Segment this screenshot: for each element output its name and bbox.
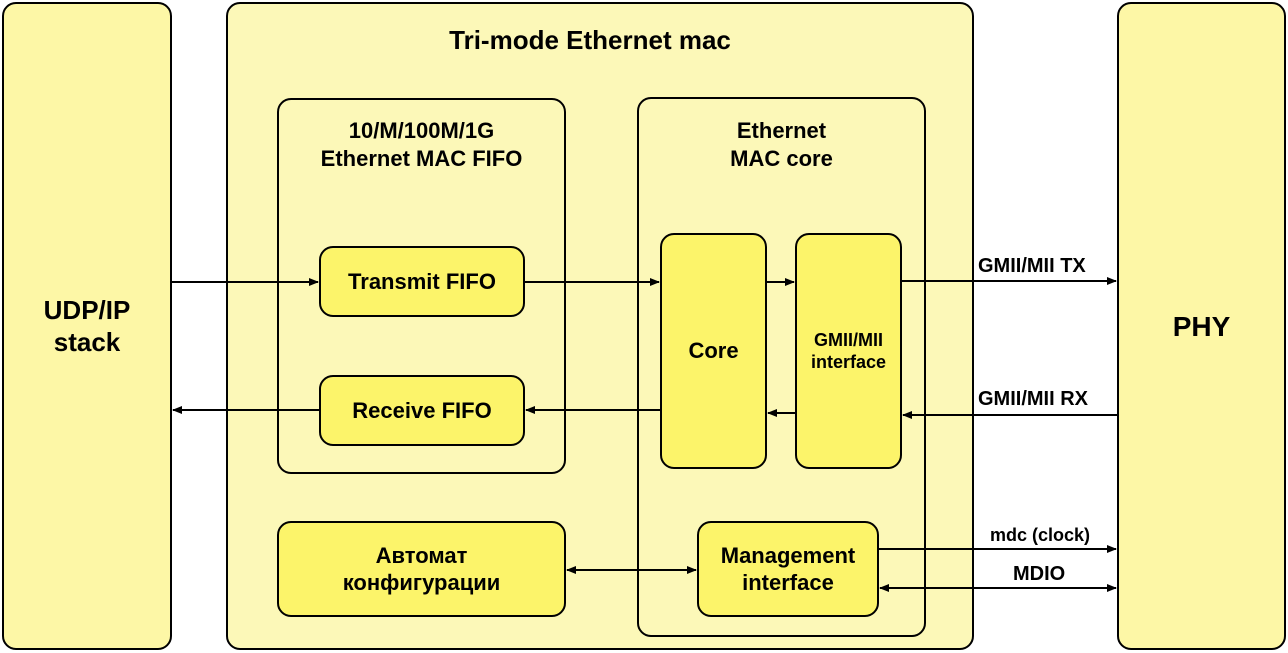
transmit-fifo-label: Transmit FIFO [348,268,496,294]
udp-ip-stack-label: UDP/IP stack [43,294,131,358]
phy-block: PHY [1117,2,1286,650]
gmii-interface-label: GMII/MII interface [810,329,887,373]
mdc-clock-label: mdc (clock) [990,525,1091,545]
receive-fifo-label: Receive FIFO [352,397,492,423]
gmii-interface-block: GMII/MII interface [795,233,902,469]
mac-core-title: Ethernet MAC core [730,118,833,171]
mac-fifo-title: 10/M/100M/1G Ethernet MAC FIFO [320,118,523,171]
tri-mode-mac-title: Tri-mode Ethernet mac [449,25,731,55]
config-automaton-label: Автомат конфигурации [342,542,501,596]
phy-label: PHY [1172,310,1231,342]
management-interface-label: Management interface [720,542,856,596]
mdio-label: MDIO [1013,563,1066,585]
management-interface-block: Management interface [697,521,879,617]
core-block: Core [660,233,767,469]
gmii-rx-label: GMII/MII RX [978,388,1088,410]
core-label: Core [688,338,739,364]
transmit-fifo-block: Transmit FIFO [319,246,525,317]
gmii-tx-label: GMII/MII TX [978,255,1086,277]
udp-ip-stack-block: UDP/IP stack [2,2,172,650]
config-automaton-block: Автомат конфигурации [277,521,566,617]
receive-fifo-block: Receive FIFO [319,375,525,446]
